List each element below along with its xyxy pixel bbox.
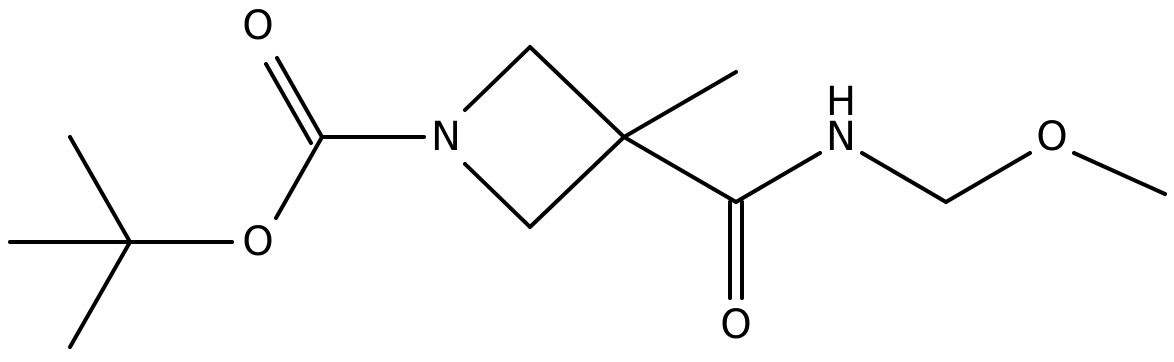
- bond-quaternary-c-to-amide-carbon: [622, 135, 738, 204]
- atom-label-amide-carbonyl-oxygen: O: [720, 302, 751, 348]
- atom-label-ester-oxygen: O: [242, 219, 273, 265]
- bond-ether-oxygen-to-methyl: [1072, 151, 1167, 196]
- atom-label-amide-nitrogen: N: [826, 114, 856, 160]
- bond-ring-n-to-ch2-top: [463, 45, 532, 112]
- bond-ch2-to-ether-oxygen: [944, 151, 1032, 204]
- bond-nh-to-ch2: [860, 151, 948, 204]
- atom-label-boc-carbonyl-oxygen: O: [242, 3, 273, 49]
- atom-label-ether-oxygen: O: [1036, 114, 1067, 160]
- bond-tbu-methyl-bottom: [68, 240, 132, 349]
- bond-amide-carbon-to-nh: [734, 151, 822, 204]
- bond-ring-ch2-bottom-to-n: [463, 162, 532, 229]
- bond-ester-oxygen-to-carbonyl-carbon: [274, 135, 324, 220]
- bond-quaternary-c-to-ch2-bottom: [528, 135, 626, 229]
- bond-quaternary-c-to-methyl: [622, 70, 738, 139]
- bond-boc-carbonyl-double-b: [264, 62, 313, 145]
- atom-labels: O O N H N O O: [242, 3, 1067, 348]
- bond-boc-carbonyl-double-a: [275, 56, 324, 139]
- bond-ring-ch2-top-to-quaternary-c: [528, 45, 626, 139]
- bonds: [8, 45, 1167, 349]
- bond-tbu-methyl-top: [68, 135, 132, 244]
- atom-label-amide-hydrogen: H: [826, 79, 856, 125]
- atom-label-ring-nitrogen: N: [431, 114, 461, 160]
